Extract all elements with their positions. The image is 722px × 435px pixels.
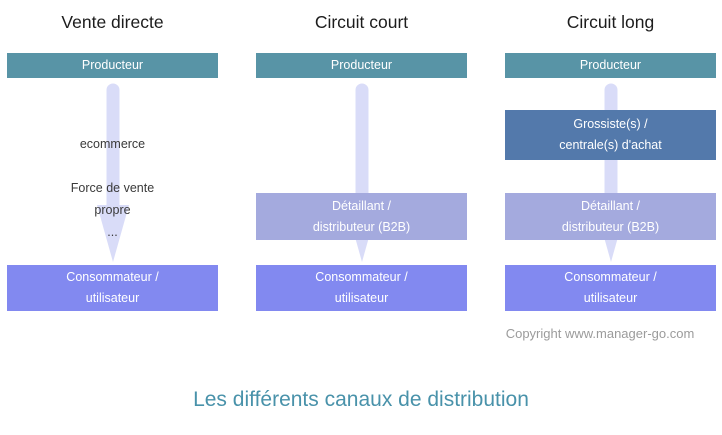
box-label-line: utilisateur (583, 291, 638, 305)
copyright-text: Copyright www.manager-go.com (505, 326, 695, 341)
box-label-line: Consommateur / (564, 270, 657, 284)
box-label-line: Producteur (330, 58, 393, 72)
column-header: Circuit court (314, 12, 409, 32)
box-label-line: Détaillant / (331, 198, 392, 213)
down-arrow-icon (96, 83, 129, 262)
box-label-line: distributeur (B2B) (312, 219, 411, 234)
consumer-box: Consommateur / utilisateur (505, 265, 716, 311)
retailer-box: Détaillant / distributeur (B2B) (505, 193, 716, 240)
box-label-line: Détaillant / (580, 198, 641, 213)
producer-box: Producteur (256, 53, 467, 78)
column-circuit-court: Circuit court Producteur Détaillant / di… (256, 0, 467, 435)
label-force-de-vente: Force de vente (70, 181, 155, 195)
label-propre: propre (94, 203, 131, 217)
column-header: Vente directe (61, 12, 164, 32)
producer-box: Producteur (7, 53, 218, 78)
producer-box: Producteur (505, 53, 716, 78)
box-label-line: Producteur (81, 58, 144, 72)
box-label-line: Producteur (579, 58, 642, 72)
consumer-box: Consommateur / utilisateur (7, 265, 218, 311)
retailer-box: Détaillant / distributeur (B2B) (256, 193, 467, 240)
wholesaler-box: Grossiste(s) / centrale(s) d'achat (505, 110, 716, 160)
column-circuit-long: Circuit long Producteur Grossiste(s) / c… (505, 0, 716, 435)
box-label-line: utilisateur (85, 291, 140, 305)
box-label-line: utilisateur (334, 291, 389, 305)
label-ecommerce: ecommerce (79, 137, 146, 151)
label-ellipsis: ... (107, 225, 118, 239)
column-vente-directe: Vente directe Producteur ecommerce Force… (7, 0, 218, 435)
column-header: Circuit long (566, 12, 655, 32)
diagram-title: Les différents canaux de distribution (193, 388, 529, 411)
box-label-line: distributeur (B2B) (561, 219, 660, 234)
box-label-line: Grossiste(s) / (573, 117, 648, 131)
box-label-line: Consommateur / (315, 270, 408, 284)
consumer-box: Consommateur / utilisateur (256, 265, 467, 311)
box-label-line: Consommateur / (66, 270, 159, 284)
box-label-line: centrale(s) d'achat (559, 138, 662, 152)
